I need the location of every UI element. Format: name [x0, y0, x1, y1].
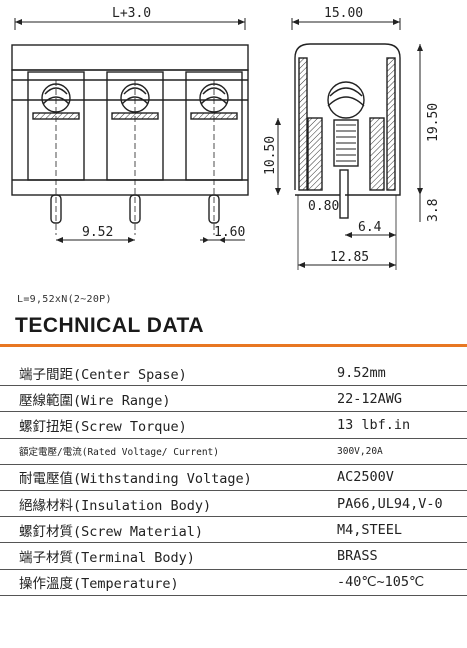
dim-base-width: 12.85: [330, 250, 369, 265]
dim-pin-length: 3.8: [426, 199, 441, 222]
dim-width: 15.00: [324, 6, 363, 21]
spec-label: 操作溫度(Temperature): [0, 569, 317, 596]
spec-row: 絕緣材料(Insulation Body)PA66,UL94,V-0: [0, 490, 467, 518]
spec-value: BRASS: [317, 542, 467, 570]
dim-pitch: 9.52: [82, 225, 113, 240]
dim-length: L+3.0: [112, 6, 151, 21]
spec-row: 螺釘扭矩(Screw Torque)13 lbf.in: [0, 411, 467, 439]
spec-row: 額定電壓/電流(Rated Voltage/ Current)300V,20A: [0, 438, 467, 465]
spec-label: 壓線範圍(Wire Range): [0, 385, 317, 413]
spec-row: 耐電壓值(Withstanding Voltage)AC2500V: [0, 464, 467, 491]
spec-value: -40℃~105℃: [317, 569, 467, 596]
spec-label: 耐電壓值(Withstanding Voltage): [0, 464, 317, 491]
spec-value: 22-12AWG: [317, 385, 467, 413]
pitch-formula: L=9,52xN(2~20P): [17, 294, 112, 305]
spec-label: 額定電壓/電流(Rated Voltage/ Current): [0, 438, 317, 465]
accent-divider: [0, 344, 467, 347]
spec-label: 螺釘材質(Screw Material): [0, 516, 317, 544]
spec-row: 螺釘材質(Screw Material)M4,STEEL: [0, 516, 467, 544]
spec-label: 絕緣材料(Insulation Body): [0, 490, 317, 518]
spec-label: 螺釘扭矩(Screw Torque): [0, 411, 317, 439]
spec-value: AC2500V: [317, 464, 467, 491]
spec-value: 9.52mm: [317, 360, 467, 387]
spec-row: 端子材質(Terminal Body)BRASS: [0, 542, 467, 570]
spec-value: M4,STEEL: [317, 516, 467, 544]
spec-row: 壓線範圍(Wire Range)22-12AWG: [0, 385, 467, 413]
spec-value: 300V,20A: [317, 438, 467, 465]
dim-pin-span: 6.4: [358, 220, 382, 235]
spec-label: 端子間距(Center Spase): [0, 360, 317, 387]
technical-drawing: L+3.0 15.00 19.50 10.50 0.80 3.8 6.4 12.…: [11, 6, 441, 270]
dim-height-body: 10.50: [263, 136, 278, 175]
section-title: TECHNICAL DATA: [15, 314, 204, 337]
spec-value: PA66,UL94,V-0: [317, 490, 467, 518]
spec-row: 端子間距(Center Spase)9.52mm: [0, 360, 467, 387]
dim-height-total: 19.50: [426, 103, 441, 142]
spec-row: 操作溫度(Temperature)-40℃~105℃: [0, 569, 467, 596]
dim-pin-diameter: 1.60: [214, 225, 245, 240]
spec-value: 13 lbf.in: [317, 411, 467, 439]
dim-pin-offset: 0.80: [308, 199, 339, 214]
spec-label: 端子材質(Terminal Body): [0, 542, 317, 570]
